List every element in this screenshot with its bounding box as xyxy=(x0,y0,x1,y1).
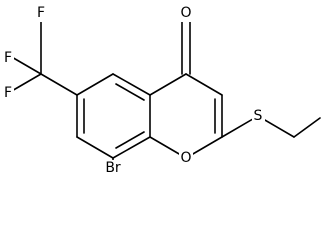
atom-f1-label: F xyxy=(37,5,45,21)
bond-c7-c8 xyxy=(76,136,114,159)
atom-o-ring: O xyxy=(179,149,193,167)
atom-f3: F xyxy=(2,84,14,102)
bond-c4a-c4 xyxy=(149,73,187,96)
atom-s: S xyxy=(252,107,265,125)
atom-o-ring-label: O xyxy=(180,150,191,166)
atom-br-label: Br xyxy=(105,160,121,176)
bond-c4a-c5-inner xyxy=(115,83,145,101)
bond-cf3-f3 xyxy=(9,73,42,93)
atom-f1: F xyxy=(35,4,47,22)
atom-f3-label: F xyxy=(4,85,12,101)
bond-c5-c6 xyxy=(76,73,114,96)
atom-o-carbonyl: O xyxy=(179,4,193,22)
bond-ch2-ch3 xyxy=(293,117,321,138)
atom-labels: O O S Br F F F xyxy=(2,4,265,178)
bond-c4-c3 xyxy=(185,73,223,96)
atom-f2: F xyxy=(2,50,14,68)
bond-c4a-c5 xyxy=(112,73,151,96)
chemical-structure: O O S Br F F F xyxy=(2,4,321,178)
atom-s-label: S xyxy=(254,108,263,124)
bond-cf3-f2 xyxy=(9,55,42,75)
atom-br: Br xyxy=(102,160,124,178)
bond-layer xyxy=(9,13,321,178)
bond-c8-c8a xyxy=(112,136,151,159)
atom-f2-label: F xyxy=(4,50,12,66)
bond-c6-cf3 xyxy=(40,73,78,96)
atom-o-carbonyl-label: O xyxy=(180,5,191,21)
bond-c8-c8a-inner xyxy=(115,131,145,149)
